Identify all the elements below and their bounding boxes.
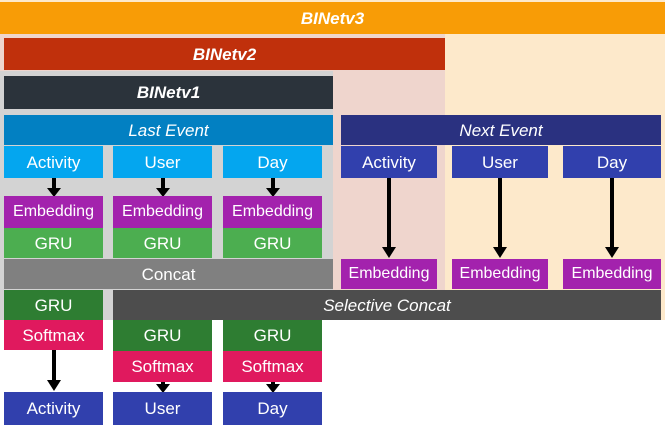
output-gru-activity: GRU (4, 290, 103, 320)
last-event-embedding-activity: Embedding (4, 196, 103, 228)
last-event-input-activity-label: Activity (26, 152, 81, 172)
output-gru-user: GRU (113, 320, 212, 351)
output-softmax-user: Softmax (113, 351, 212, 382)
next-event-input-day: Day (563, 146, 661, 178)
next-event-embedding-day-label: Embedding (571, 265, 653, 282)
next-event-embedding-activity: Embedding (341, 259, 437, 289)
next-event-input-day-label: Day (596, 152, 628, 172)
last-event-input-user: User (113, 146, 212, 178)
last-event-embedding-day: Embedding (223, 196, 322, 228)
output-softmax-activity: Softmax (4, 320, 103, 350)
arrow-next-event-activity (382, 178, 396, 258)
output-gru-user-label: GRU (143, 326, 182, 345)
concat-bar: Concat (4, 259, 333, 289)
next-event-embedding-day: Embedding (563, 259, 661, 289)
selective-concat-bar: Selective Concat (113, 290, 661, 320)
band-binetv2-label: BINetv2 (192, 44, 257, 64)
output-box-activity-label: Activity (26, 399, 81, 418)
output-softmax-user-label: Softmax (131, 357, 194, 376)
output-gru-day: GRU (223, 320, 322, 351)
last-event-input-day: Day (223, 146, 322, 178)
next-event-header: Next Event (341, 115, 661, 145)
arrow-last-event-user (156, 178, 170, 197)
band-binetv1: BINetv1 (4, 76, 333, 109)
concat-bar-label: Concat (141, 264, 196, 284)
output-softmax-day-label: Softmax (241, 357, 304, 376)
arrow-next-event-day (605, 178, 619, 258)
next-event-embedding-user-label: Embedding (459, 265, 541, 282)
next-event-input-activity-label: Activity (362, 152, 416, 172)
arrow-output-activity (47, 350, 61, 391)
output-box-user-label: User (144, 399, 181, 418)
arrow-last-event-activity (47, 178, 61, 197)
band-binetv1-label: BINetv1 (136, 83, 201, 102)
last-event-embedding-user: Embedding (113, 196, 212, 228)
last-event-input-user-label: User (144, 152, 181, 172)
arrow-next-event-user (493, 178, 507, 258)
arrow-output-day (266, 382, 280, 393)
last-event-gru-user-label: GRU (143, 233, 182, 253)
band-binetv3-label: BINetv3 (300, 8, 365, 28)
output-softmax-day: Softmax (223, 351, 322, 382)
band-binetv2: BINetv2 (4, 38, 445, 70)
arrow-output-user (156, 382, 170, 393)
band-binetv3: BINetv3 (0, 2, 665, 34)
next-event-embedding-user: Embedding (452, 259, 548, 289)
lower-white-background (0, 320, 665, 431)
selective-concat-label: Selective Concat (323, 295, 451, 315)
output-box-user: User (113, 392, 212, 425)
last-event-gru-activity-label: GRU (34, 233, 73, 253)
last-event-embedding-user-label: Embedding (122, 203, 203, 220)
last-event-embedding-day-label: Embedding (232, 203, 313, 220)
last-event-gru-user: GRU (113, 228, 212, 258)
output-softmax-activity-label: Softmax (22, 325, 85, 345)
next-event-header-label: Next Event (459, 120, 543, 140)
last-event-header-label: Last Event (128, 120, 209, 140)
last-event-gru-day: GRU (223, 228, 322, 258)
output-box-day-label: Day (257, 399, 288, 418)
next-event-input-activity: Activity (341, 146, 437, 178)
output-gru-day-label: GRU (253, 326, 292, 345)
arrow-last-event-day (266, 178, 280, 197)
last-event-input-activity: Activity (4, 146, 103, 178)
last-event-header: Last Event (4, 115, 333, 145)
next-event-embedding-activity-label: Embedding (348, 265, 430, 282)
last-event-gru-activity: GRU (4, 228, 103, 258)
output-box-day: Day (223, 392, 322, 425)
output-gru-activity-label: GRU (34, 295, 73, 315)
next-event-input-user: User (452, 146, 548, 178)
next-event-input-user-label: User (482, 152, 518, 172)
last-event-embedding-activity-label: Embedding (13, 203, 94, 220)
last-event-gru-day-label: GRU (253, 233, 292, 253)
last-event-input-day-label: Day (257, 152, 288, 172)
output-box-activity: Activity (4, 392, 103, 425)
